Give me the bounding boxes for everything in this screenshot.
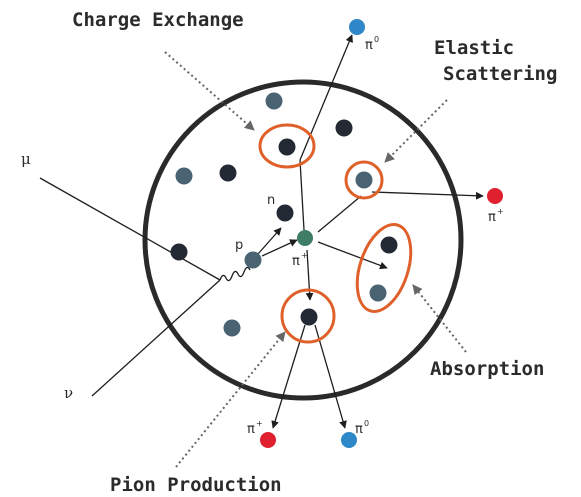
proton <box>244 251 262 269</box>
pion-production-pointer <box>175 331 286 468</box>
label-pion-zero-bottom-charge: 0 <box>364 419 369 428</box>
label-pion-zero-bottom: π <box>355 422 363 437</box>
charge-exchange-pointer <box>164 51 255 131</box>
neutron <box>276 204 294 222</box>
pion-central <box>297 230 313 246</box>
label-scattering: Scattering <box>443 63 557 85</box>
pion-zero-bottom <box>341 432 357 448</box>
pion-production-track-in <box>305 249 314 301</box>
nucleon <box>223 319 241 337</box>
nucleon <box>219 164 237 182</box>
label-absorption: Absorption <box>430 358 544 380</box>
label-pion-zero-top-charge: 0 <box>374 35 379 44</box>
nucleon <box>175 167 193 185</box>
label-charge-exchange: Charge Exchange <box>72 9 244 31</box>
pion-plus-bottom <box>260 432 276 448</box>
nucleon <box>170 243 188 261</box>
neutrino-track <box>91 279 221 397</box>
label-pion-plus-right: π <box>488 210 496 225</box>
label-pion-plus-right-charge: + <box>497 207 504 216</box>
charge-exchange-ring <box>258 123 316 169</box>
absorption-nucleon-top <box>380 236 398 254</box>
label-neutrino: ν <box>64 384 73 402</box>
label-muon: μ <box>21 150 31 168</box>
label-proton: p <box>235 238 243 253</box>
elastic-nucleon <box>355 171 373 189</box>
charge-exchange-track-out <box>299 34 353 161</box>
absorption-pointer <box>412 284 467 353</box>
nucleon <box>265 92 283 110</box>
w-boson-wiggle <box>219 266 251 282</box>
absorption-track <box>317 241 388 270</box>
proton-to-neutron-arrow <box>257 227 282 255</box>
absorption-nucleon-bottom <box>369 284 387 302</box>
label-pion-zero-top: π <box>365 38 373 53</box>
elastic-track-out <box>371 191 484 200</box>
elastic-ring <box>344 160 384 200</box>
label-pion-production: Pion Production <box>110 474 282 496</box>
pion-production-track-right <box>314 324 347 429</box>
pion-plus-right <box>487 188 503 204</box>
absorption-ring <box>355 223 413 313</box>
label-pion-plus-bottom: π <box>247 422 255 437</box>
label-elastic: Elastic <box>434 37 514 59</box>
pion-production-nucleon <box>300 308 318 326</box>
charge-exchange-nucleon <box>278 138 296 156</box>
muon-track <box>39 177 221 281</box>
pion-production-ring <box>280 288 336 344</box>
charge-exchange-track-in <box>299 159 305 231</box>
nucleon <box>335 119 353 137</box>
label-neutron: n <box>267 193 275 208</box>
nucleus-boundary <box>142 79 464 401</box>
label-pion-plus-bottom-charge: + <box>256 419 263 428</box>
label-pion-central: π <box>292 254 300 269</box>
label-pion-central-charge: + <box>301 251 308 260</box>
elastic-track-in <box>317 195 362 233</box>
pion-zero-top <box>349 19 365 35</box>
proton-to-pion-arrow <box>261 239 298 257</box>
